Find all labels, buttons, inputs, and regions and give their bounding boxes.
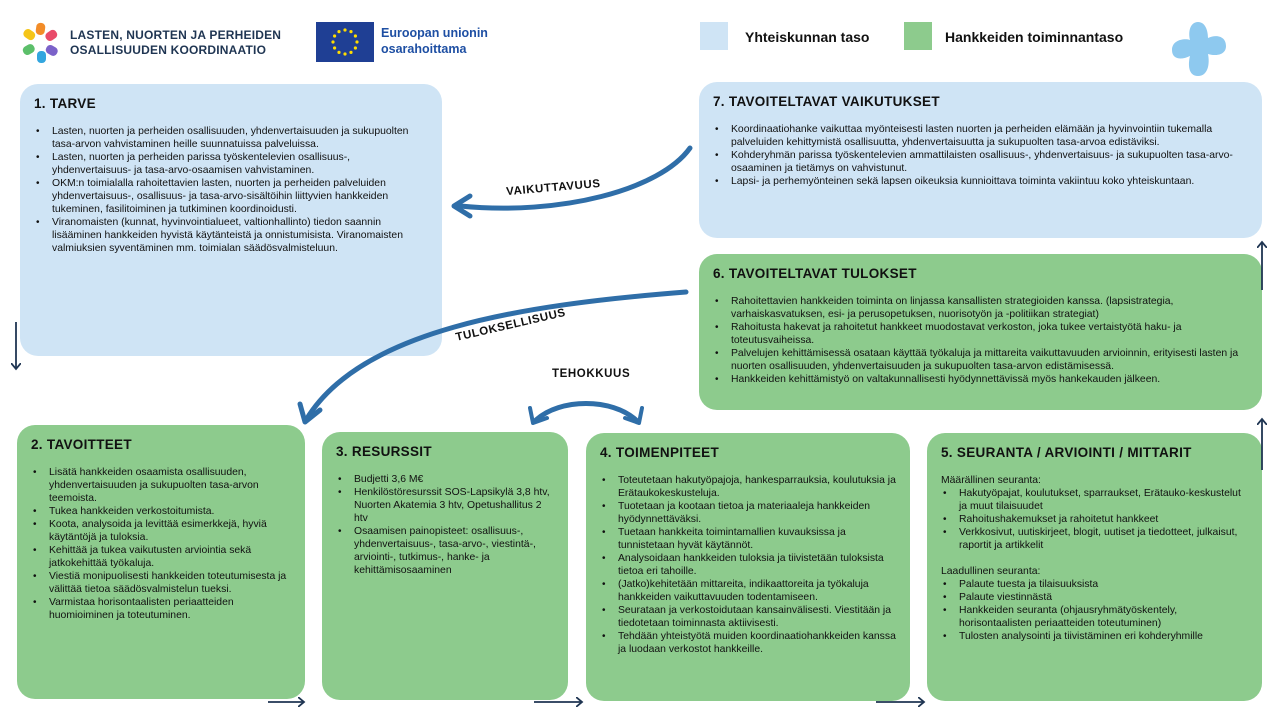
list-item: Kehittää ja tukea vaikutusten arviointia… [31,544,291,570]
list-item: Seurataan ja verkostoidutaan kansainväli… [600,604,896,630]
flow-label-impact: VAIKUTTAVUUS [505,177,602,199]
box-resources-title: 3. RESURSSIT [336,444,432,459]
list-item: Koota, analysoida ja levittää esimerkkej… [31,518,291,544]
impact-arrow-head [451,193,473,219]
quantitative-list: Hakutyöpajat, koulutukset, sparraukset, … [941,487,1248,552]
list-item: Analysoidaan hankkeiden tuloksia ja tiiv… [600,552,896,578]
decorative-shape-icon [1172,22,1226,76]
legend-label-project: Hankkeiden toiminnantaso [945,29,1124,45]
qualitative-list: Palaute tuesta ja tilaisuuksista Palaute… [941,578,1248,643]
list-item: Rahoitushakemukset ja rahoitetut hankkee… [941,513,1248,526]
box-need-title: 1. TARVE [34,96,96,111]
eu-funding-text: Euroopan unionin osarahoittama [381,25,488,57]
quantitative-heading: Määrällinen seuranta: [941,475,1041,486]
list-item: Tehdään yhteistyötä muiden koordinaatioh… [600,630,896,656]
flow-label-efficiency: TEHOKKUUS [552,368,631,380]
eu-line2: osarahoittama [381,42,467,56]
list-item: Palvelujen kehittämisessä osataan käyttä… [713,347,1248,373]
list-item: Rahoitettavien hankkeiden toiminta on li… [713,295,1248,321]
list-item: Tukea hankkeiden verkostoitumista. [31,505,291,518]
box-results-list: Rahoitettavien hankkeiden toiminta on li… [713,295,1248,386]
org-name-line1: LASTEN, NUORTEN JA PERHEIDEN [70,28,282,42]
box-impacts-title: 7. TAVOITELTAVAT VAIKUTUKSET [713,94,940,109]
org-name: LASTEN, NUORTEN JA PERHEIDEN OSALLISUUDE… [70,28,281,58]
box-actions-list: Toteutetaan hakutyöpajoja, hankesparrauk… [600,474,896,656]
box-monitoring: 5. SEURANTA / ARVIOINTI / MITTARIT Määrä… [927,433,1262,701]
box-need: 1. TARVE Lasten, nuorten ja perheiden os… [20,84,442,356]
box-goals-title: 2. TAVOITTEET [31,437,132,452]
list-item: Budjetti 3,6 M€ [336,473,554,486]
list-item: Palaute viestinnästä [941,591,1248,604]
list-item: Viranomaisten (kunnat, hyvinvointialueet… [34,216,428,255]
box-actions-title: 4. TOIMENPITEET [600,445,720,460]
legend-label-society: Yhteiskunnan taso [745,29,870,45]
list-item: Hakutyöpajat, koulutukset, sparraukset, … [941,487,1248,513]
box-actions: 4. TOIMENPITEET Toteutetaan hakutyöpajoj… [586,433,910,701]
box-goals: 2. TAVOITTEET Lisätä hankkeiden osaamist… [17,425,305,699]
list-item: Rahoitusta hakevat ja rahoitetut hankkee… [713,321,1248,347]
box-results: 6. TAVOITELTAVAT TULOKSET Rahoitettavien… [699,254,1262,410]
list-item: Varmistaa horisontaalisten periaatteiden… [31,596,291,622]
qualitative-heading: Laadullinen seuranta: [941,566,1041,577]
list-item: Osaamisen painopisteet: osallisuus-, yhd… [336,525,554,577]
impact-arrow [457,145,693,211]
list-item: Toteutetaan hakutyöpajoja, hankesparrauk… [600,474,896,500]
productivity-arrow-head [297,401,323,425]
list-item: OKM:n toimialalla rahoitettavien lasten,… [34,177,428,216]
list-item: Lisätä hankkeiden osaamista osallisuuden… [31,466,291,505]
eu-line1: Euroopan unionin [381,26,488,40]
legend-swatch-project [904,22,932,50]
box-results-title: 6. TAVOITELTAVAT TULOKSET [713,266,917,281]
list-item: Verkkosivut, uutiskirjeet, blogit, uutis… [941,526,1248,552]
flow-label-productivity: TULOKSELLISUUS [454,306,568,344]
list-item: (Jatko)kehitetään mittareita, indikaatto… [600,578,896,604]
list-item: Koordinaatiohanke vaikuttaa myönteisesti… [713,123,1248,149]
efficiency-arrow [533,401,639,423]
list-item: Lasten, nuorten ja perheiden osallisuude… [34,125,428,151]
legend-swatch-society [700,22,728,50]
box-need-list: Lasten, nuorten ja perheiden osallisuude… [34,125,428,255]
efficiency-arrow-head-left [528,406,549,425]
coordination-logo-icon [22,22,58,63]
box-impacts: 7. TAVOITELTAVAT VAIKUTUKSET Koordinaati… [699,82,1262,238]
list-item: Tuotetaan ja kootaan tietoa ja materiaal… [600,500,896,526]
box-resources-list: Budjetti 3,6 M€ Henkilöstöresurssit SOS-… [336,473,554,577]
eu-flag-icon [316,22,374,62]
list-item: Hankkeiden seuranta (ohjausryhmätyöskent… [941,604,1248,630]
list-item: Tuetaan hankkeita toimintamallien kuvauk… [600,526,896,552]
list-item: Henkilöstöresurssit SOS-Lapsikylä 3,8 ht… [336,486,554,525]
list-item: Tulosten analysointi ja tiivistäminen er… [941,630,1248,643]
box-goals-list: Lisätä hankkeiden osaamista osallisuuden… [31,466,291,622]
list-item: Viestiä monipuolisesti hankkeiden toteut… [31,570,291,596]
list-item: Palaute tuesta ja tilaisuuksista [941,578,1248,591]
list-item: Kohderyhmän parissa työskentelevien amma… [713,149,1248,175]
org-name-line2: OSALLISUUDEN KOORDINAATIO [70,43,267,57]
list-item: Hankkeiden kehittämistyö on valtakunnall… [713,373,1248,386]
box-resources: 3. RESURSSIT Budjetti 3,6 M€ Henkilöstör… [322,432,568,700]
box-monitoring-title: 5. SEURANTA / ARVIOINTI / MITTARIT [941,445,1192,460]
list-item: Lapsi- ja perhemyönteinen sekä lapsen oi… [713,175,1248,188]
box-impacts-list: Koordinaatiohanke vaikuttaa myönteisesti… [713,123,1248,188]
efficiency-arrow-head-right [623,406,644,425]
list-item: Lasten, nuorten ja perheiden parissa työ… [34,151,428,177]
